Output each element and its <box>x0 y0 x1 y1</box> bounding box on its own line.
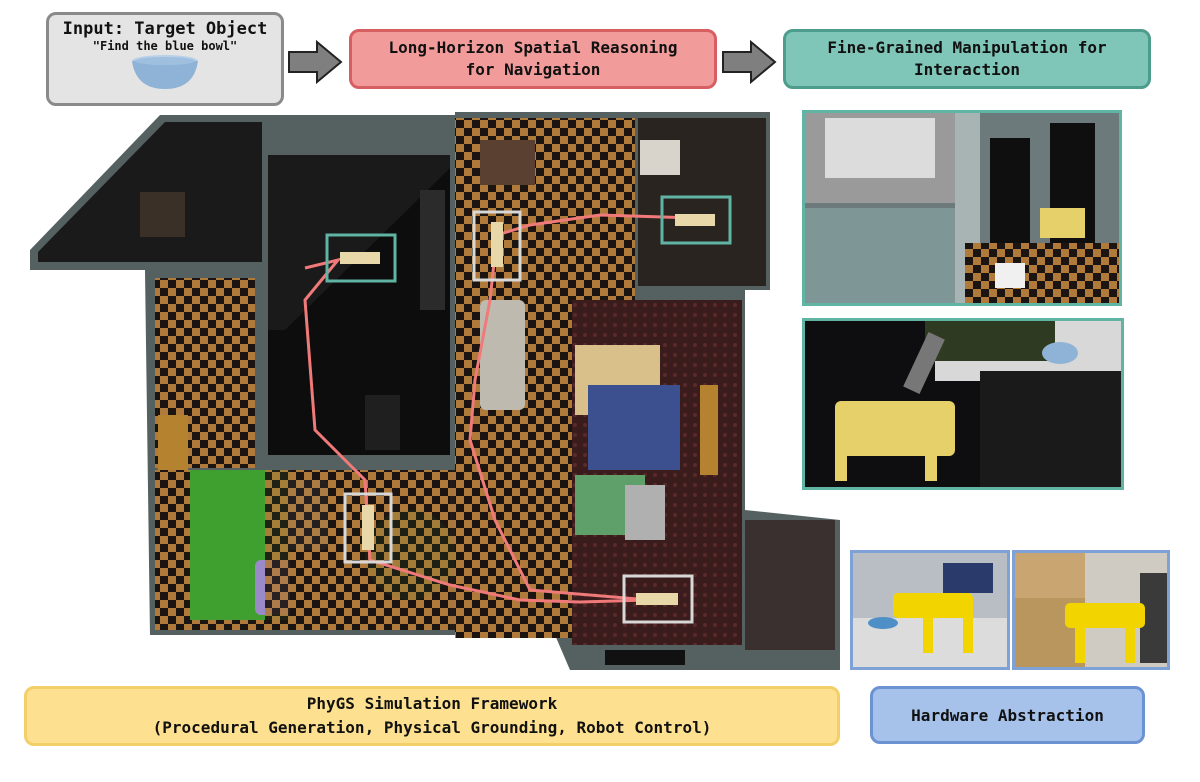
hardware-photo-right <box>1012 550 1170 670</box>
robot-icon <box>472 210 522 282</box>
robot-icon <box>622 574 694 624</box>
sim-line1: PhyGS Simulation Framework <box>306 694 558 713</box>
bowl-icon <box>132 55 198 89</box>
input-quote: "Find the blue bowl" <box>92 39 238 53</box>
rug <box>588 385 680 470</box>
manipulation-line2: Interaction <box>914 60 1020 79</box>
input-target-box: Input: Target Object "Find the blue bowl… <box>46 12 284 106</box>
navigation-line2: for Navigation <box>465 60 601 79</box>
navigation-stage-box: Long-Horizon Spatial Reasoning for Navig… <box>349 29 717 89</box>
simulation-framework-box: PhyGS Simulation Framework (Procedural G… <box>24 686 840 746</box>
cabinet <box>480 140 535 185</box>
table <box>140 192 185 237</box>
navigation-line1: Long-Horizon Spatial Reasoning <box>388 38 678 57</box>
hardware-photo-left <box>850 550 1010 670</box>
navigation-scene-image <box>802 110 1122 306</box>
manipulation-stage-box: Fine-Grained Manipulation for Interactio… <box>783 29 1151 89</box>
floorplan-illustration <box>30 112 840 670</box>
robot-icon <box>660 195 732 245</box>
robot-icon <box>325 233 397 283</box>
couch <box>480 300 525 410</box>
manipulation-line1: Fine-Grained Manipulation for <box>827 38 1107 57</box>
input-title: Input: Target Object <box>62 19 268 39</box>
manipulation-scene-image <box>802 318 1124 490</box>
robot-icon <box>343 492 393 564</box>
right-arrow-icon <box>722 40 777 84</box>
navigation-path <box>468 234 651 602</box>
hardware-label: Hardware Abstraction <box>911 705 1104 725</box>
sim-line2: (Procedural Generation, Physical Groundi… <box>152 718 712 737</box>
hardware-abstraction-box: Hardware Abstraction <box>870 686 1145 744</box>
navigation-path <box>496 213 696 237</box>
right-arrow-icon <box>288 40 343 84</box>
